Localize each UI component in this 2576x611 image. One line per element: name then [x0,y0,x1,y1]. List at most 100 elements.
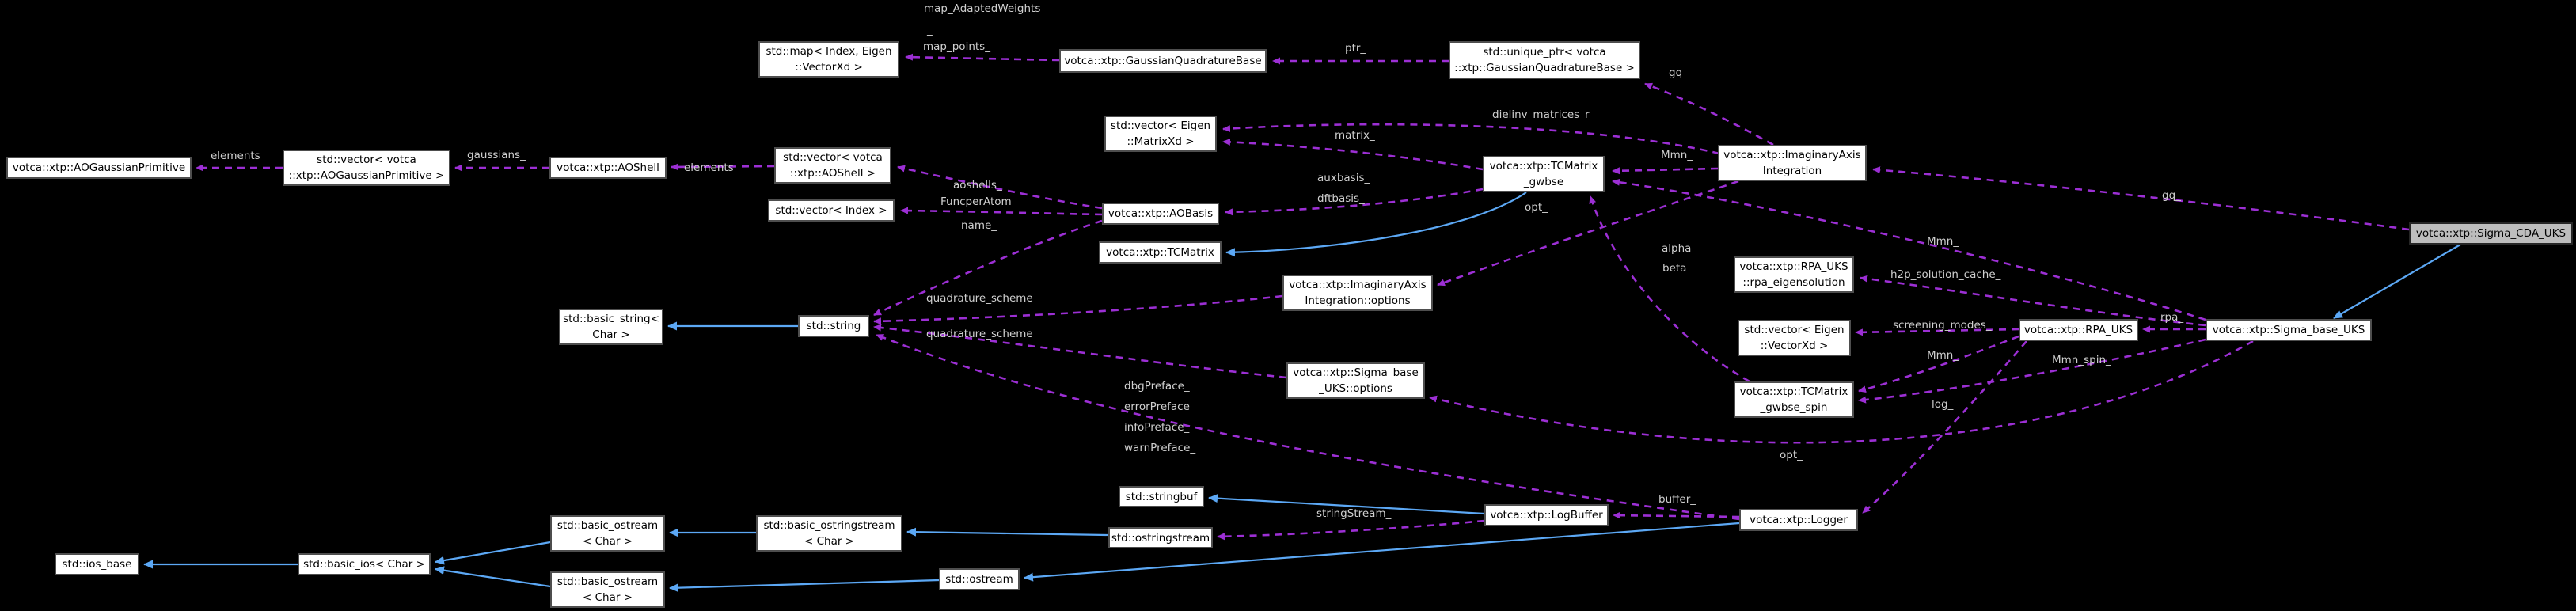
node-vec_index[interactable]: std::vector< Index > [768,199,895,222]
node-std_map[interactable]: std::map< Index, Eigen::VectorXd > [758,41,899,78]
node-label: Integration [1762,165,1822,177]
node-ostream[interactable]: std::ostream [939,568,1020,590]
edge-imagaxis-to-unique_ptr [1644,82,1774,146]
node-label: < Char > [582,591,633,604]
edge-sb_options-to-string [873,324,1287,379]
edge-label: opt_ [1780,449,1803,461]
node-label: votca::xtp::Logger [1750,514,1848,526]
edge-tcm_gwbse-to-aobasis [1225,188,1484,216]
edge-logbuffer-to-stringbuf [1208,494,1485,515]
node-aogp[interactable]: votca::xtp::AOGaussianPrimitive [6,157,192,179]
edge-rpa_uks-to-vec_vectorxd [1855,328,2019,336]
node-label: votca::xtp::ImaginaryAxis [1289,279,1427,291]
edge-label: buffer_ [1658,493,1696,506]
node-string[interactable]: std::string [798,315,869,337]
node-label: votca::xtp::LogBuffer [1490,509,1603,522]
edge-label: opt_ [1525,201,1548,214]
node-bos_bot[interactable]: std::basic_ostream< Char > [550,571,665,608]
edge-label: gq_ [1669,66,1688,79]
node-aoshell[interactable]: votca::xtp::AOShell [549,157,667,179]
node-label: < Char > [582,535,633,548]
node-sigma_base_uks[interactable]: votca::xtp::Sigma_base_UKS [2206,319,2372,341]
edge-aobasis-to-string [873,219,1103,317]
node-label: std::string [806,320,861,332]
edge-label: beta [1662,262,1687,275]
node-label: _gwbse_spin [1760,401,1828,414]
node-label: std::vector< votca [317,154,416,166]
node-vec_matrixxd[interactable]: std::vector< Eigen::MatrixXd > [1104,116,1217,152]
node-vec_aogp[interactable]: std::vector< votca::xtp::AOGaussianPrimi… [283,150,450,186]
node-label: std::vector< Eigen [1110,120,1211,132]
edge-imagaxis-to-tcm_gwbse [1612,167,1719,175]
node-label: std::ostringstream [1111,531,1210,545]
node-vec_aoshell[interactable]: std::vector< votca::xtp::AOShell > [774,147,891,184]
edge-label: warnPreface_ [1124,442,1196,454]
node-aobasis[interactable]: votca::xtp::AOBasis [1102,203,1219,225]
edge-label: elements [684,161,734,174]
edge-sigma_cda_uks-to-imagaxis [1872,166,2410,231]
node-label: votca::xtp::Sigma_base_UKS [2212,324,2365,336]
node-vec_vectorxd[interactable]: std::vector< Eigen::VectorXd > [1738,320,1851,356]
node-sigma_cda_uks[interactable]: votca::xtp::Sigma_CDA_UKS [2409,222,2573,245]
edge-label: quadrature_scheme [926,292,1033,305]
edge-aobasis-to-vec_aoshell [897,165,1103,210]
node-gquad_base[interactable]: votca::xtp::GaussianQuadratureBase [1059,49,1267,73]
edge-ostringstream-to-b_osstream [906,527,1109,537]
node-label: _UKS::options [1319,382,1392,395]
node-label: std::basic_ios< Char > [303,558,425,571]
edge-rpa_uks-to-logger [1862,340,2027,514]
edge-label: rpa_ [2160,311,2184,324]
node-label: votca::xtp::TCMatrix [1106,246,1214,259]
node-label: votca::xtp::Sigma_CDA_UKS [2415,227,2567,240]
edge-logbuffer-to-ostringstream [1217,519,1485,541]
node-b_osstream[interactable]: std::basic_ostringstream< Char > [756,515,902,552]
edge-label: alpha [1662,242,1692,255]
node-ostringstream[interactable]: std::ostringstream [1108,527,1213,548]
edge-logger-to-string [876,333,1740,521]
node-label: < Char > [804,535,854,548]
node-tcm_gwbse[interactable]: votca::xtp::TCMatrix_gwbse [1483,156,1605,192]
edge-label: ptr_ [1345,42,1366,55]
edge-sigma_base_uks-to-tcm_gwbse [1612,178,2206,321]
node-tcmatrix[interactable]: votca::xtp::TCMatrix [1099,241,1222,264]
edge-label: dbgPreface_ [1124,380,1190,393]
node-label: std::stringbuf [1125,490,1198,503]
node-label: _gwbse [1523,176,1564,188]
node-label: std::ios_base [62,558,132,571]
node-label: votca::xtp::TCMatrix [1489,160,1598,173]
node-label: std::basic_string< [563,313,659,325]
edge-label: Mmn_spin_ [2052,354,2111,366]
node-logbuffer[interactable]: votca::xtp::LogBuffer [1484,504,1609,526]
edge-label: screening_modes_ [1893,319,1992,332]
edge-label: matrix_ [1335,129,1375,142]
edge-label: Mmn_ [1927,349,1959,362]
node-logger[interactable]: votca::xtp::Logger [1739,509,1858,531]
edge-label: h2p_solution_cache_ [1890,268,2001,281]
node-rpa_uks[interactable]: votca::xtp::RPA_UKS [2019,319,2138,341]
edge-label: gaussians_ [467,149,526,161]
node-label: votca::xtp::RPA_UKS [2023,324,2133,336]
node-rpa_eigen[interactable]: votca::xtp::RPA_UKS::rpa_eigensolution [1734,256,1854,293]
node-label: ::xtp::GaussianQuadratureBase > [1454,62,1635,74]
node-label: std::basic_ostream [557,519,659,532]
node-bos_top[interactable]: std::basic_ostream< Char > [550,515,665,552]
edge-bos_bot-to-basic_ios [435,566,551,588]
edge-tcm_gwbse_spin-to-tcm_gwbse [1589,195,1750,383]
edge-label: map_points_ [923,40,990,53]
edge-label: elements [211,150,260,162]
edge-sigma_base_uks-to-sb_options [1429,340,2254,444]
node-unique_ptr[interactable]: std::unique_ptr< votca::xtp::GaussianQua… [1449,41,1640,79]
edge-ostream-to-bos_bot [669,579,940,593]
node-basic_ios[interactable]: std::basic_ios< Char > [298,553,431,575]
edge-label: infoPreface_ [1124,421,1190,434]
edge-sigma_base_uks-to-tcm_gwbse_spin [1858,338,2206,404]
edge-sigma_cda_uks-to-sigma_base_uks [2333,244,2461,319]
node-sb_options[interactable]: votca::xtp::Sigma_base_UKS::options [1286,362,1425,399]
node-tcm_gwbse_spin[interactable]: votca::xtp::TCMatrix_gwbse_spin [1734,381,1854,418]
node-label: std::vector< Index > [775,204,887,217]
node-basic_string[interactable]: std::basic_string<Char > [559,309,663,345]
node-ios_base[interactable]: std::ios_base [55,553,139,575]
node-stringbuf[interactable]: std::stringbuf [1119,486,1204,507]
